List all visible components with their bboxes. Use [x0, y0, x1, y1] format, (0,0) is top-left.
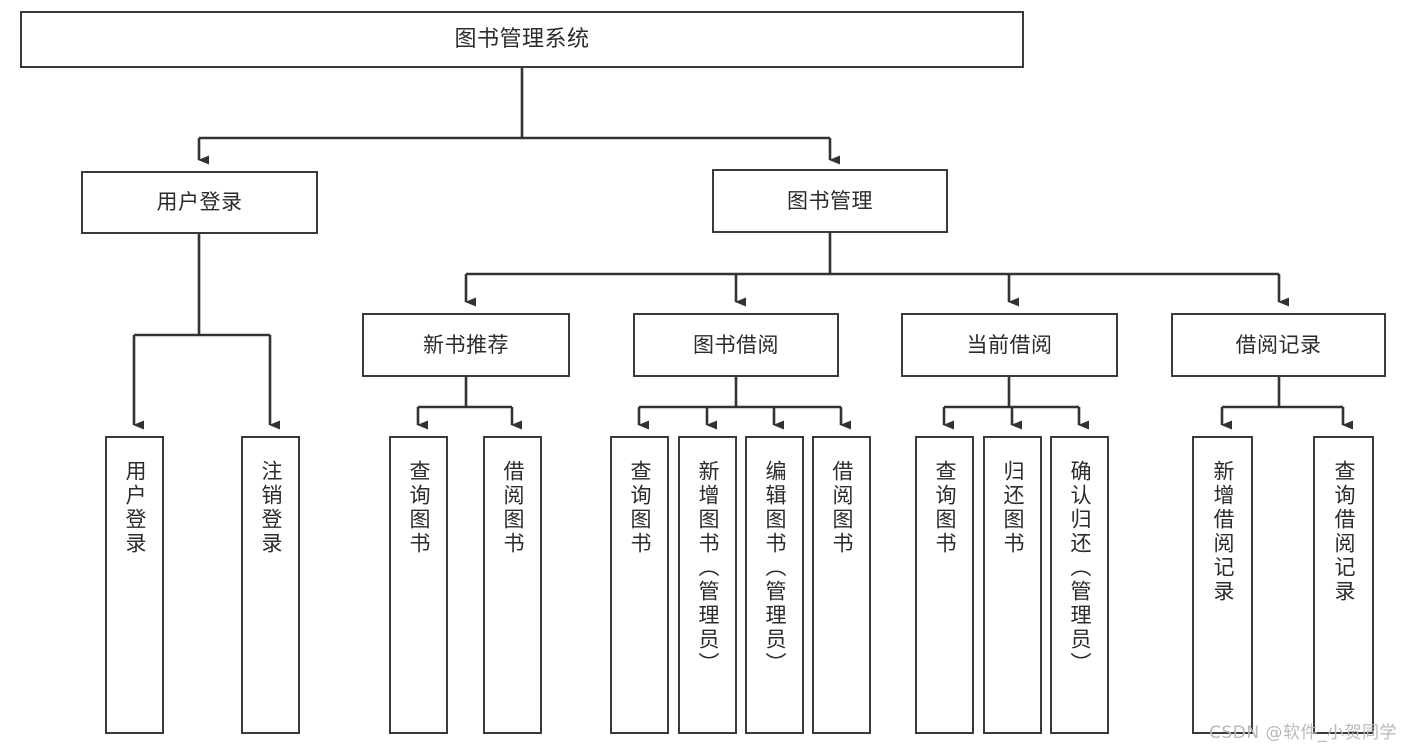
node-new-book-recommendation[interactable]: 新书推荐: [362, 313, 570, 377]
node-label: 确认归还（管理员）: [1068, 460, 1092, 676]
node-label: 借阅记录: [1235, 332, 1322, 357]
node-label: 图书管理系统: [454, 26, 590, 52]
node-leaf-add-book-admin[interactable]: 新增图书（管理员）: [678, 436, 737, 734]
node-label: 用户登录: [123, 460, 147, 556]
node-book-borrowing[interactable]: 图书借阅: [633, 313, 839, 377]
node-leaf-logout[interactable]: 注销登录: [241, 436, 300, 734]
node-borrowing-record[interactable]: 借阅记录: [1171, 313, 1386, 377]
node-book-management[interactable]: 图书管理: [712, 169, 948, 233]
csdn-watermark: CSDN @软件_小贺同学: [1209, 723, 1397, 743]
node-label: 归还图书: [1001, 460, 1025, 556]
node-label: 用户登录: [156, 190, 243, 215]
node-label: 当前借阅: [966, 332, 1053, 357]
node-leaf-confirm-return-admin[interactable]: 确认归还（管理员）: [1050, 436, 1109, 734]
node-label: 图书借阅: [693, 332, 779, 357]
node-leaf-query-book-borrow[interactable]: 查询图书: [610, 436, 669, 734]
node-leaf-return-book[interactable]: 归还图书: [983, 436, 1042, 734]
node-label: 图书管理: [787, 188, 873, 213]
node-label: 查询借阅记录: [1332, 460, 1356, 604]
node-leaf-borrow-book[interactable]: 借阅图书: [812, 436, 871, 734]
node-leaf-edit-book-admin[interactable]: 编辑图书（管理员）: [745, 436, 804, 734]
node-label: 借阅图书: [830, 460, 854, 556]
node-leaf-query-book-newbook[interactable]: 查询图书: [389, 436, 448, 734]
node-leaf-user-login[interactable]: 用户登录: [105, 436, 164, 734]
node-leaf-query-book-current[interactable]: 查询图书: [915, 436, 974, 734]
node-leaf-add-borrow-record[interactable]: 新增借阅记录: [1192, 436, 1253, 734]
node-label: 查询图书: [407, 460, 431, 556]
node-label: 查询图书: [628, 460, 652, 556]
node-label: 新增图书（管理员）: [696, 460, 720, 676]
node-user-login[interactable]: 用户登录: [81, 171, 318, 234]
node-label: 新增借阅记录: [1211, 460, 1235, 604]
node-leaf-borrow-book-newbook[interactable]: 借阅图书: [483, 436, 542, 734]
node-label: 注销登录: [259, 460, 283, 556]
node-root-book-management-system[interactable]: 图书管理系统: [20, 11, 1024, 68]
node-label: 新书推荐: [423, 332, 509, 357]
node-leaf-query-borrow-record[interactable]: 查询借阅记录: [1313, 436, 1374, 734]
node-label: 借阅图书: [501, 460, 525, 556]
node-label: 查询图书: [933, 460, 957, 556]
node-label: 编辑图书（管理员）: [763, 460, 787, 676]
node-current-borrowing[interactable]: 当前借阅: [901, 313, 1118, 377]
